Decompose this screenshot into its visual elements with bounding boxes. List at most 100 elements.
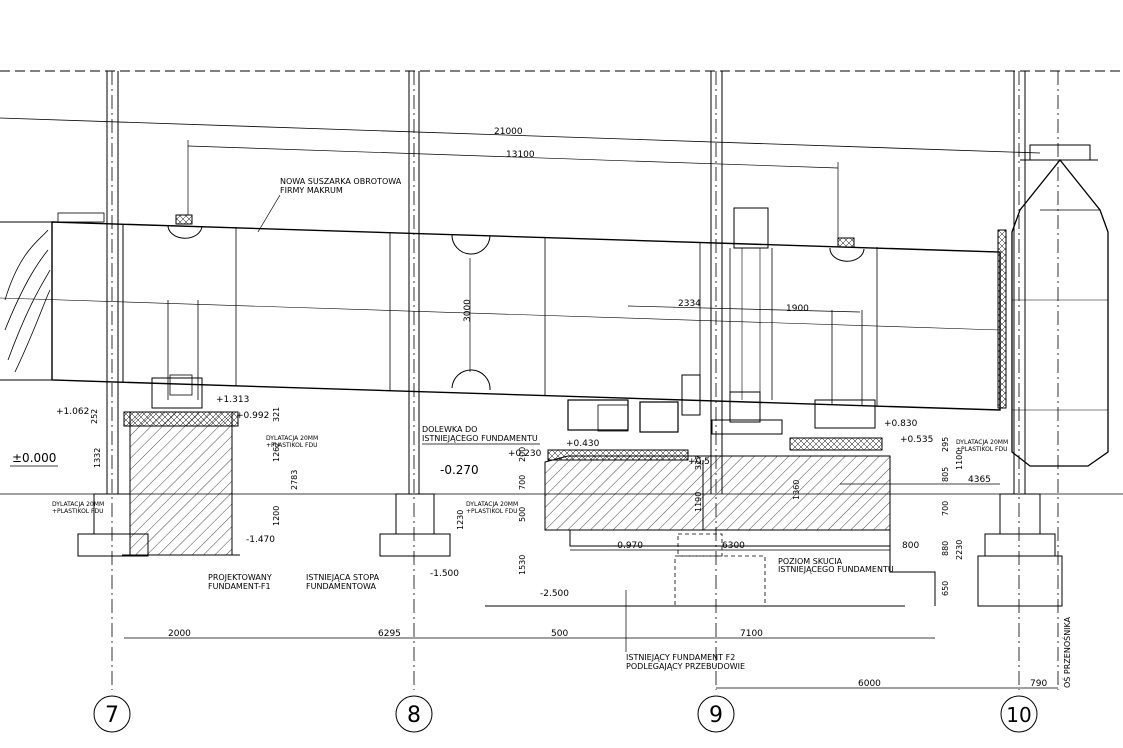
column-10 xyxy=(1013,71,1059,690)
dim-321: 321 xyxy=(272,407,281,422)
axis-marker-10: 10 xyxy=(1000,695,1038,733)
svg-text:PROJEKTOWANY: PROJEKTOWANY xyxy=(208,573,272,582)
dim-7100: 7100 xyxy=(740,629,763,639)
svg-text:ISTNIEJĄCEGO FUNDAMENTU: ISTNIEJĄCEGO FUNDAMENTU xyxy=(778,565,894,574)
svg-text:DYLATACJA 20MM: DYLATACJA 20MM xyxy=(466,501,518,508)
label-dilatation-mid: DYLATACJA 20MM +PLASTIKOL FDU xyxy=(466,501,518,515)
svg-text:PODLEGAJĄCY PRZEBUDOWIE: PODLEGAJĄCY PRZEBUDOWIE xyxy=(626,662,745,671)
dim-2000: 2000 xyxy=(168,629,191,639)
level-0992: +0.992 xyxy=(236,411,269,421)
dim-295: 295 xyxy=(941,437,950,452)
foundation-f2 xyxy=(485,437,936,607)
svg-text:NOWA SUSZARKA OBROTOWA: NOWA SUSZARKA OBROTOWA xyxy=(280,177,402,186)
label-dilatation-right: DYLATACJA 20MM +PLASTIKOL FDU xyxy=(956,439,1008,453)
label-dilatation-left: DYLATACJA 20MM +PLASTIKOL FDU xyxy=(52,501,104,515)
dim-lines xyxy=(124,140,1058,689)
column-8 xyxy=(408,71,420,690)
svg-text:DYLATACJA 20MM: DYLATACJA 20MM xyxy=(956,439,1008,446)
svg-text:+PLASTIKOL FDU: +PLASTIKOL FDU xyxy=(956,446,1008,453)
footing-column-8 xyxy=(379,493,451,557)
left-support-stand xyxy=(151,300,203,409)
svg-text:FIRMY MAKRUM: FIRMY MAKRUM xyxy=(280,186,343,195)
svg-text:DYLATACJA 20MM: DYLATACJA 20MM xyxy=(52,501,104,508)
level-0430: +0.430 xyxy=(566,439,600,449)
dim-500-bottom: 500 xyxy=(551,629,568,639)
axis-marker-8: 8 xyxy=(395,695,433,733)
column-9 xyxy=(710,71,723,690)
drive-motor xyxy=(567,374,783,435)
svg-text:DYLATACJA 20MM: DYLATACJA 20MM xyxy=(266,435,318,442)
level-0535: +0.535 xyxy=(900,435,933,445)
label-conveyor-axis: OŚ PRZENOŚNIKA xyxy=(1061,616,1072,688)
dim-3000: 3000 xyxy=(463,299,473,322)
dim-1332: 1332 xyxy=(93,448,102,468)
svg-text:FUNDAMENT-F1: FUNDAMENT-F1 xyxy=(208,582,271,591)
dim-700-right: 700 xyxy=(941,501,950,516)
dim-6300: 6300 xyxy=(722,541,745,551)
dim-1262: 1262 xyxy=(272,442,281,462)
cyclone-separator xyxy=(997,144,1109,467)
label-skucia: POZIOM SKUCIA ISTNIEJĄCEGO FUNDAMENTU xyxy=(778,557,894,574)
dim-21000: 21000 xyxy=(494,127,523,137)
dim-6000: 6000 xyxy=(858,679,881,689)
level-m0270: -0.270 xyxy=(440,463,479,477)
dim-13100: 13100 xyxy=(506,150,535,160)
svg-text:+PLASTIKOL FDU: +PLASTIKOL FDU xyxy=(266,442,318,449)
level-0830: +0.830 xyxy=(884,419,918,429)
dim-880: 880 xyxy=(941,541,950,556)
axis-marker-9: 9 xyxy=(697,695,735,733)
dim-327: 327 xyxy=(694,455,703,470)
label-dilatation-f1: DYLATACJA 20MM +PLASTIKOL FDU xyxy=(266,435,318,449)
dim-2230: 2230 xyxy=(955,540,964,560)
svg-text:+PLASTIKOL FDU: +PLASTIKOL FDU xyxy=(466,508,518,515)
level-m1470: -1.470 xyxy=(246,535,275,545)
axis-marker-7: 7 xyxy=(93,695,131,733)
dim-4365: 4365 xyxy=(968,475,991,485)
dim-1360: 1360 xyxy=(792,480,801,500)
dim-252: 252 xyxy=(90,409,99,424)
foundation-f1 xyxy=(122,411,240,556)
level-05: +0.5 xyxy=(688,457,710,467)
svg-text:ISTNIEJĄCY FUNDAMENT F2: ISTNIEJĄCY FUNDAMENT F2 xyxy=(626,653,735,662)
svg-text:7: 7 xyxy=(105,703,119,728)
label-dolewka: DOLEWKA DO ISTNIEJĄCEGO FUNDAMENTU xyxy=(422,425,540,445)
svg-text:POZIOM SKUCIA: POZIOM SKUCIA xyxy=(778,557,843,566)
dim-500-left: 500 xyxy=(518,507,527,522)
label-projected-foundation: PROJEKTOWANY FUNDAMENT-F1 xyxy=(208,573,272,591)
level-1062: +1.062 xyxy=(56,407,89,417)
dim-790: 790 xyxy=(1030,679,1047,689)
level-0230: +0.230 xyxy=(508,449,542,459)
svg-text:ISTNIEJĄCEGO FUNDAMENTU: ISTNIEJĄCEGO FUNDAMENTU xyxy=(422,434,538,443)
svg-text:DOLEWKA DO: DOLEWKA DO xyxy=(422,425,477,434)
level-1313: +1.313 xyxy=(216,395,249,405)
label-dryer: NOWA SUSZARKA OBROTOWA FIRMY MAKRUM xyxy=(257,177,402,233)
dim-1900: 1900 xyxy=(786,304,809,314)
svg-text:10: 10 xyxy=(1006,703,1031,727)
dim-1100: 1100 xyxy=(955,450,964,470)
level-zero: ±0.000 xyxy=(12,451,56,465)
level-m1500: -1.500 xyxy=(430,569,459,579)
dim-1230: 1230 xyxy=(456,510,465,530)
svg-text:8: 8 xyxy=(407,703,421,728)
rotary-dryer-drum xyxy=(0,117,1041,411)
label-f2: ISTNIEJĄCY FUNDAMENT F2 PODLEGAJĄCY PRZE… xyxy=(625,590,745,671)
dim-650: 650 xyxy=(941,581,950,596)
dim-805: 805 xyxy=(941,467,950,482)
dim-1530: 1530 xyxy=(518,555,527,575)
dim-1200: 1200 xyxy=(272,506,281,526)
svg-text:+PLASTIKOL FDU: +PLASTIKOL FDU xyxy=(52,508,104,515)
right-support-stand xyxy=(814,310,876,429)
dim-1190: 1190 xyxy=(694,492,703,512)
dim-6295: 6295 xyxy=(378,629,401,639)
footing-column-7 xyxy=(77,493,149,557)
svg-text:ISTNIEJĄCA STOPA: ISTNIEJĄCA STOPA xyxy=(306,573,380,582)
dim-2783: 2783 xyxy=(290,470,299,490)
column-7 xyxy=(106,71,119,690)
dim-200: 200 xyxy=(518,447,527,462)
dim-700-left: 700 xyxy=(518,475,527,490)
level-m2500: -2.500 xyxy=(540,589,569,599)
svg-text:FUNDAMENTOWA: FUNDAMENTOWA xyxy=(306,582,377,591)
dim-2334: 2334 xyxy=(678,299,701,309)
svg-text:9: 9 xyxy=(709,703,723,728)
